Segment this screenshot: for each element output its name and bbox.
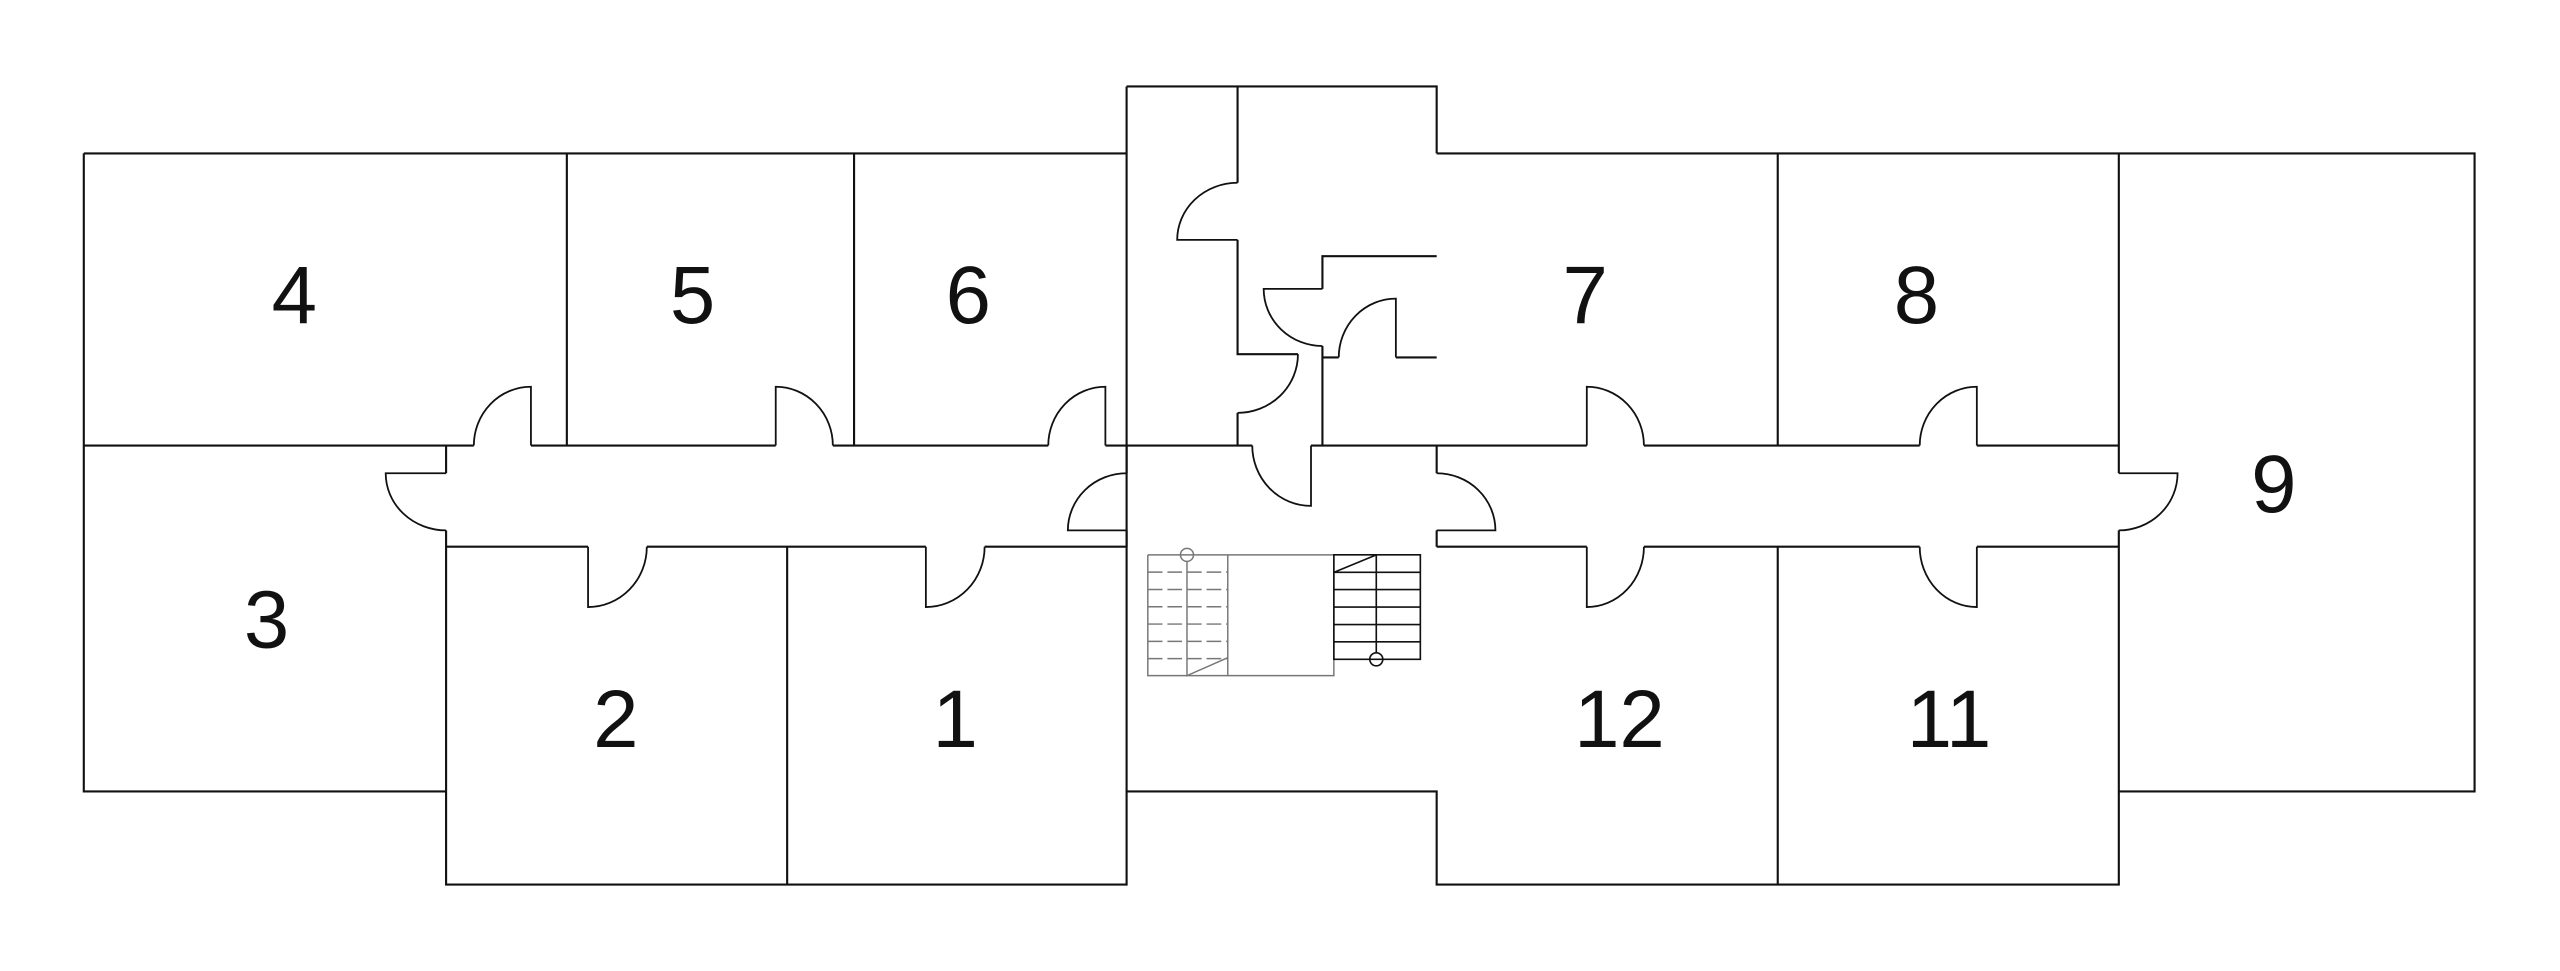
door-tower-small[interactable]: [1262, 287, 1323, 347]
door-tower-upper[interactable]: [1176, 181, 1238, 241]
room-labels: 4 5 6 7 8 9 3 2 1 12 11: [244, 250, 2297, 765]
room-label-2: 2: [593, 674, 638, 765]
door-tower-inner[interactable]: [1337, 297, 1397, 358]
stair-right-flight: [1333, 554, 1422, 661]
door-room-7[interactable]: [1585, 385, 1645, 446]
door-tower-corridor[interactable]: [1251, 445, 1312, 507]
staircase: [1147, 547, 1422, 677]
stair-end-circle-icon: [1368, 651, 1384, 667]
stair-left-treads: [1147, 571, 1228, 660]
room-label-9: 9: [2251, 439, 2296, 530]
room-label-6: 6: [946, 250, 991, 341]
room-label-7: 7: [1562, 250, 1607, 341]
door-room-3[interactable]: [384, 472, 447, 532]
room-label-3: 3: [244, 575, 289, 666]
door-stair-right[interactable]: [1436, 472, 1497, 532]
door-room-4[interactable]: [472, 385, 532, 446]
room-label-8: 8: [1894, 250, 1939, 341]
walls: [82, 85, 2476, 886]
door-room-2[interactable]: [587, 546, 648, 608]
room-label-5: 5: [670, 250, 715, 341]
room-label-4: 4: [272, 250, 317, 341]
door-room-8[interactable]: [1918, 385, 1978, 446]
door-stair-left[interactable]: [1066, 472, 1127, 532]
stair-left-flight-outline: [1147, 554, 1335, 677]
room-label-11: 11: [1907, 674, 1992, 765]
room-label-1: 1: [933, 674, 978, 765]
door-room-12[interactable]: [1585, 546, 1645, 608]
door-tower-middle[interactable]: [1237, 354, 1299, 414]
door-room-9[interactable]: [2118, 472, 2179, 532]
door-room-5[interactable]: [774, 385, 834, 446]
door-room-11[interactable]: [1918, 546, 1978, 608]
door-room-6[interactable]: [1047, 385, 1107, 446]
room-label-12: 12: [1574, 674, 1665, 765]
stair-start-circle-icon: [1179, 547, 1195, 563]
door-room-1[interactable]: [924, 546, 986, 608]
doors: [384, 181, 2179, 608]
stair-left-direction-line: [1186, 561, 1229, 677]
